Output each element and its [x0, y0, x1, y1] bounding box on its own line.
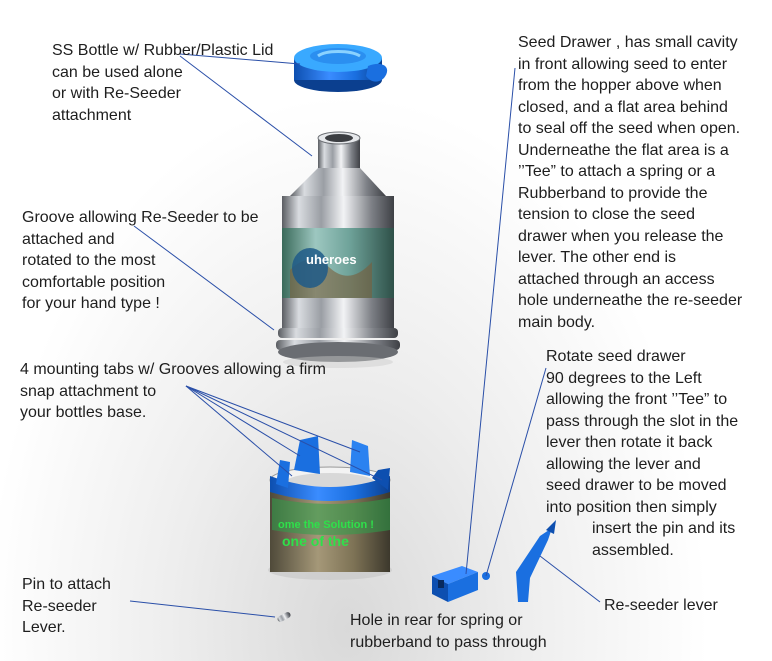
seed-drawer: [432, 566, 490, 602]
rotate-caption-end: insert the pin and its assembled.: [592, 520, 736, 559]
sleeve-slogan-1: ome the Solution !: [278, 519, 374, 531]
reseeder-lever: [516, 520, 556, 602]
bottle-brand-text: uheroes: [306, 252, 357, 267]
steel-bottle: [276, 131, 400, 368]
sleeve-slogan-2: one of the: [282, 533, 349, 549]
mounting-tabs-caption: 4 mounting tabs w/ Grooves allowing a fi…: [20, 361, 326, 421]
rotate-caption: Rotate seed drawer 90 degrees to the Lef…: [546, 348, 739, 516]
groove-caption: Groove allowing Re-Seeder to be attached…: [22, 209, 259, 312]
rear-hole-caption: Hole in rear for spring or rubberband to…: [350, 612, 547, 651]
bottle-lid: [294, 44, 388, 92]
bottle-caption: SS Bottle w/ Rubber/Plastic Lid can be u…: [52, 42, 274, 124]
lever-pin: [277, 612, 291, 622]
pin-caption: Pin to attach Re-seeder Lever.: [22, 576, 111, 636]
lever-caption: Re-seeder lever: [604, 597, 718, 614]
leader-lines: [129, 53, 601, 618]
reseeder-base: [268, 436, 392, 580]
seed-drawer-caption: Seed Drawer , has small cavity in front …: [518, 34, 743, 331]
